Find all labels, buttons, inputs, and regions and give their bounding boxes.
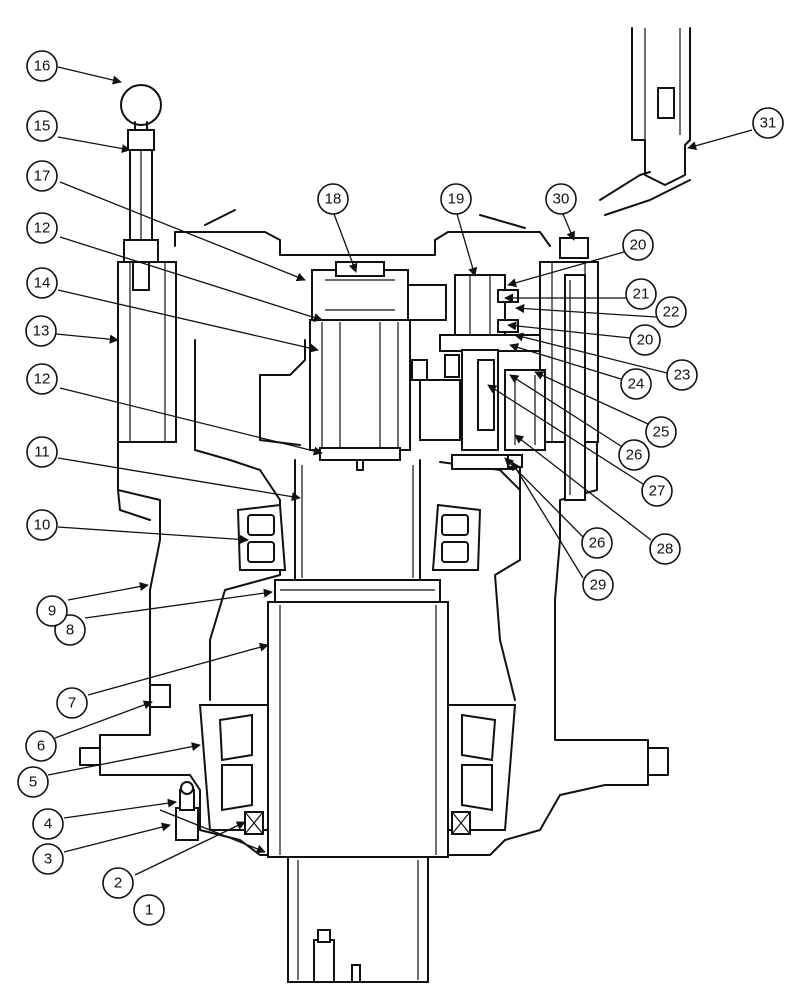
svg-text:12: 12 <box>34 371 51 388</box>
svg-text:21: 21 <box>633 286 650 303</box>
callout-13: 13 <box>25 315 57 347</box>
upper-bearing <box>236 503 482 571</box>
svg-text:14: 14 <box>34 275 51 292</box>
breather-plug <box>559 237 589 259</box>
svg-text:26: 26 <box>589 535 606 552</box>
callout-11: 11 <box>26 436 58 468</box>
callout-7: 7 <box>56 687 88 719</box>
grease-fitting <box>175 781 199 841</box>
callout-26-upper: 26 <box>618 439 650 471</box>
svg-text:12: 12 <box>34 220 51 237</box>
output-shaft <box>267 459 449 983</box>
svg-text:31: 31 <box>760 115 777 132</box>
callout-20-upper: 20 <box>622 229 654 261</box>
svg-text:24: 24 <box>628 376 645 393</box>
svg-text:25: 25 <box>653 424 670 441</box>
svg-text:20: 20 <box>637 332 654 349</box>
svg-text:26: 26 <box>626 447 643 464</box>
callout-29: 29 <box>582 569 614 601</box>
svg-text:28: 28 <box>657 541 674 558</box>
callout-26-lower: 26 <box>581 527 613 559</box>
callout-18: 18 <box>317 183 349 215</box>
svg-text:6: 6 <box>37 738 45 755</box>
callout-27: 27 <box>641 475 673 507</box>
callout-30: 30 <box>545 183 577 215</box>
svg-text:22: 22 <box>663 304 680 321</box>
callout-20-lower: 20 <box>629 324 661 356</box>
callout-31: 31 <box>752 107 784 139</box>
callout-24: 24 <box>620 368 652 400</box>
callout-25: 25 <box>645 416 677 448</box>
dipstick <box>120 84 162 291</box>
callout-5: 5 <box>17 766 49 798</box>
svg-text:20: 20 <box>630 237 647 254</box>
callout-12-lower: 12 <box>26 363 58 395</box>
svg-text:27: 27 <box>649 483 666 500</box>
svg-text:2: 2 <box>114 875 122 892</box>
svg-text:16: 16 <box>34 58 51 75</box>
svg-text:4: 4 <box>44 816 52 833</box>
callout-21: 21 <box>625 278 657 310</box>
callout-14: 14 <box>26 267 58 299</box>
svg-text:18: 18 <box>325 191 342 208</box>
callout-9: 9 <box>36 595 68 627</box>
svg-text:10: 10 <box>34 517 51 534</box>
svg-text:9: 9 <box>48 603 56 620</box>
svg-text:5: 5 <box>29 774 37 791</box>
callouts: 1 2 3 4 5 6 7 8 9 10 11 12 12 13 14 15 1… <box>17 50 784 926</box>
leader-lines <box>47 66 753 876</box>
svg-text:19: 19 <box>448 191 465 208</box>
callout-10: 10 <box>26 509 58 541</box>
lower-bearing <box>198 704 517 831</box>
callout-4: 4 <box>32 808 64 840</box>
svg-text:11: 11 <box>34 444 50 461</box>
svg-text:8: 8 <box>66 622 74 639</box>
callout-12-upper: 12 <box>26 212 58 244</box>
planet-gear-assembly <box>439 274 546 470</box>
svg-text:29: 29 <box>590 577 607 594</box>
callout-2: 2 <box>102 867 134 899</box>
svg-text:1: 1 <box>145 902 153 919</box>
callout-19: 19 <box>440 183 472 215</box>
svg-text:15: 15 <box>34 118 51 135</box>
svg-text:23: 23 <box>674 367 691 384</box>
callout-23: 23 <box>666 359 698 391</box>
callout-3: 3 <box>32 843 64 875</box>
callout-28: 28 <box>649 533 681 565</box>
callout-1: 1 <box>133 894 165 926</box>
callout-6: 6 <box>25 730 57 762</box>
callout-16: 16 <box>26 50 58 82</box>
oil-seal <box>244 811 471 835</box>
callout-22: 22 <box>655 296 687 328</box>
callout-15: 15 <box>26 110 58 142</box>
drain-plug <box>149 684 171 708</box>
svg-text:3: 3 <box>44 851 52 868</box>
detail-inset <box>599 27 691 216</box>
svg-text:7: 7 <box>68 695 76 712</box>
svg-text:30: 30 <box>553 191 570 208</box>
callout-17: 17 <box>26 160 58 192</box>
planetary-sun-assembly <box>309 261 461 471</box>
svg-text:13: 13 <box>33 323 50 340</box>
svg-text:17: 17 <box>34 168 51 185</box>
